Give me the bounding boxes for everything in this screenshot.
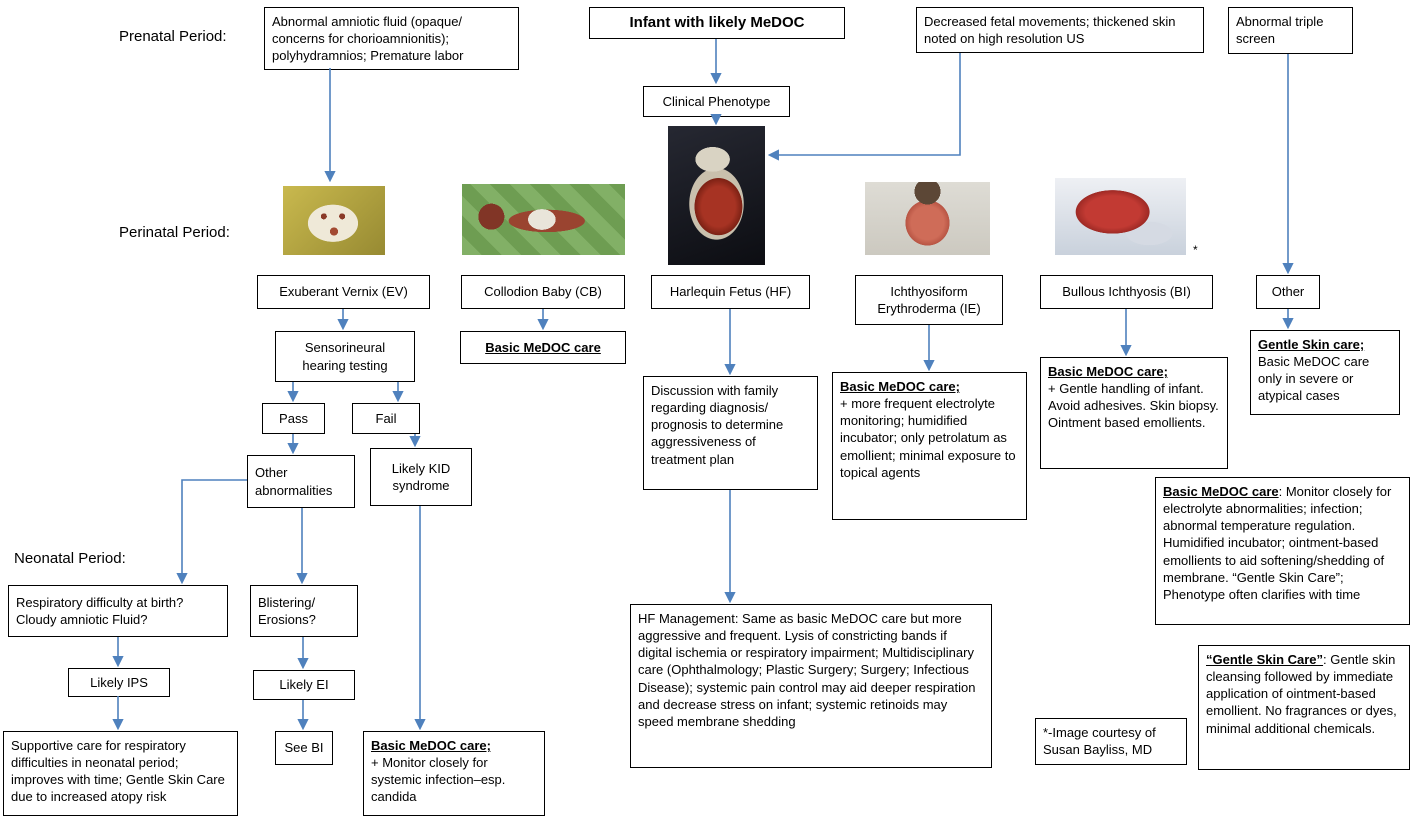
cb-care-box: Basic MeDOC care — [460, 331, 626, 364]
collodion-baby-photo — [462, 184, 625, 255]
ie-care-body: + more frequent electrolyte monitoring; … — [840, 396, 1016, 480]
basic-medoc-note-title: Basic MeDOC care — [1163, 484, 1279, 499]
triple-screen-box: Abnormal triple screen — [1228, 7, 1353, 54]
prenatal-findings-box: Abnormal amniotic fluid (opaque/ concern… — [264, 7, 519, 71]
ie-care-title: Basic MeDOC care; — [840, 379, 960, 394]
ie-care-box: Basic MeDOC care; + more frequent electr… — [832, 372, 1027, 520]
image-credit-box: *-Image courtesy of Susan Bayliss, MD — [1035, 718, 1187, 765]
blistering-erosions-box: Blistering/ Erosions? — [250, 585, 358, 637]
gentle-skin-care-note-title: “Gentle Skin Care” — [1206, 652, 1324, 667]
exuberant-vernix-photo — [283, 186, 385, 255]
supportive-care-box: Supportive care for respiratory difficul… — [3, 731, 238, 816]
diagram-title-box: Infant with likely MeDOC — [589, 7, 845, 39]
cb-label-box: Collodion Baby (CB) — [461, 275, 625, 309]
respiratory-difficulty-box: Respiratory difficulty at birth? Cloudy … — [8, 585, 228, 637]
other-abnormalities-box: Other abnormalities — [247, 455, 355, 508]
see-bi-box: See BI — [275, 731, 333, 765]
kid-syndrome-box: Likely KID syndrome — [370, 448, 472, 506]
clinical-phenotype-box: Clinical Phenotype — [643, 86, 790, 117]
perinatal-period-label: Perinatal Period: — [119, 224, 230, 241]
bi-label-box: Bullous Ichthyosis (BI) — [1040, 275, 1213, 309]
basic-medoc-note-box: Basic MeDOC care: Monitor closely for el… — [1155, 477, 1410, 625]
gentle-skin-care-note-body: : Gentle skin cleansing followed by imme… — [1206, 652, 1397, 736]
fetal-movement-box: Decreased fetal movements; thickened ski… — [916, 7, 1204, 54]
other-care-title: Gentle Skin care; — [1258, 337, 1365, 352]
hf-management-box: HF Management: Same as basic MeDOC care … — [630, 604, 992, 768]
hearing-testing-box: Sensorineural hearing testing — [275, 331, 415, 382]
photo-credit-asterisk: * — [1193, 243, 1198, 257]
arrow-abnormalities-to-respiratory — [176, 479, 247, 585]
hf-label-box: Harlequin Fetus (HF) — [651, 275, 810, 309]
ev-label-box: Exuberant Vernix (EV) — [257, 275, 430, 309]
other-label-box: Other — [1256, 275, 1320, 309]
pass-box: Pass — [262, 403, 325, 434]
kid-care-box: Basic MeDOC care; + Monitor closely for … — [363, 731, 545, 816]
neonatal-period-label: Neonatal Period: — [14, 550, 126, 567]
arrow-fetal-to-hf-photo — [767, 53, 961, 161]
bi-care-box: Basic MeDOC care; + Gentle handling of i… — [1040, 357, 1228, 469]
basic-medoc-note-body: : Monitor closely for electrolyte abnorm… — [1163, 484, 1392, 602]
bi-care-body: + Gentle handling of infant. Avoid adhes… — [1048, 381, 1219, 431]
ichthyosiform-erythroderma-photo — [865, 182, 990, 255]
likely-ei-box: Likely EI — [253, 670, 355, 700]
bi-care-title: Basic MeDOC care; — [1048, 364, 1168, 379]
prenatal-period-label: Prenatal Period: — [119, 28, 227, 45]
hf-discussion-box: Discussion with family regarding diagnos… — [643, 376, 818, 490]
kid-care-title: Basic MeDOC care; — [371, 738, 491, 753]
fail-box: Fail — [352, 403, 420, 434]
gentle-skin-care-note-box: “Gentle Skin Care”: Gentle skin cleansin… — [1198, 645, 1410, 770]
kid-care-body: + Monitor closely for systemic infection… — [371, 755, 506, 805]
harlequin-fetus-photo — [668, 126, 765, 265]
bullous-ichthyosis-photo — [1055, 178, 1186, 255]
other-care-box: Gentle Skin care; Basic MeDOC care only … — [1250, 330, 1400, 415]
ie-label-box: Ichthyosiform Erythroderma (IE) — [855, 275, 1003, 325]
likely-ips-box: Likely IPS — [68, 668, 170, 698]
other-care-body: Basic MeDOC care only in severe or atypi… — [1258, 354, 1370, 404]
